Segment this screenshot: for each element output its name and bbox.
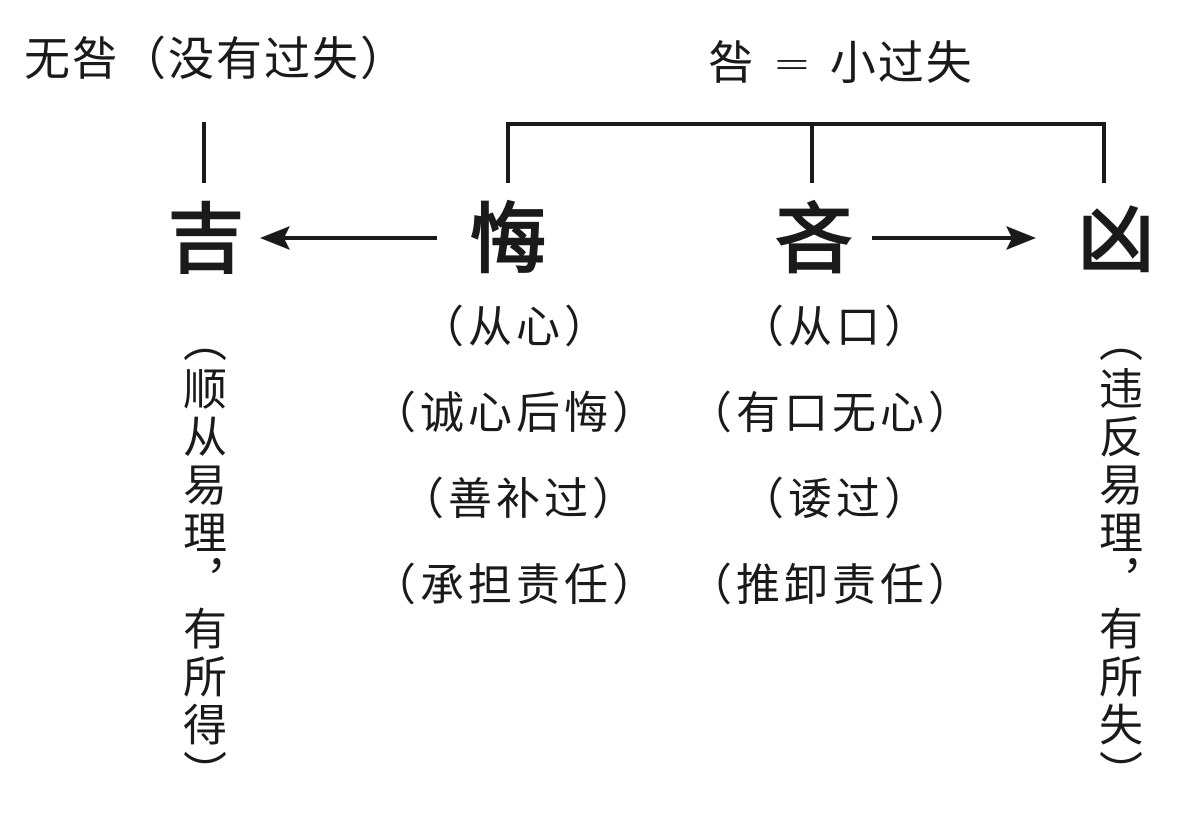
lin-note-3: （诿过） — [740, 474, 932, 525]
lin-note-1: （从口） — [740, 302, 932, 353]
arrow-lin-to-xiong — [872, 226, 1036, 250]
node-xiong: 凶 — [1078, 195, 1154, 284]
node-hui: 悔 — [470, 195, 546, 284]
node-lin: 吝 — [776, 195, 852, 284]
lin-note-2: （有口无心） — [688, 388, 976, 439]
lin-note-4: （推卸责任） — [688, 560, 976, 611]
hui-note-2: （诚心后悔） — [372, 388, 660, 439]
jiu-definition-label: 咎 = 小过失 — [708, 36, 974, 90]
arrow-hui-to-ji — [260, 226, 437, 250]
node-ji: 吉 — [168, 195, 244, 284]
ji-note-vertical: （顺从易理，有所得） — [175, 318, 226, 798]
hui-note-1: （从心） — [420, 302, 612, 353]
wujiu-label: 无咎（没有过失） — [24, 32, 408, 86]
hui-note-4: （承担责任） — [372, 560, 660, 611]
hui-note-3: （善补过） — [400, 474, 640, 525]
jiu-bracket — [506, 122, 1106, 183]
xiong-note-vertical: （违反易理，有所失） — [1091, 318, 1142, 798]
